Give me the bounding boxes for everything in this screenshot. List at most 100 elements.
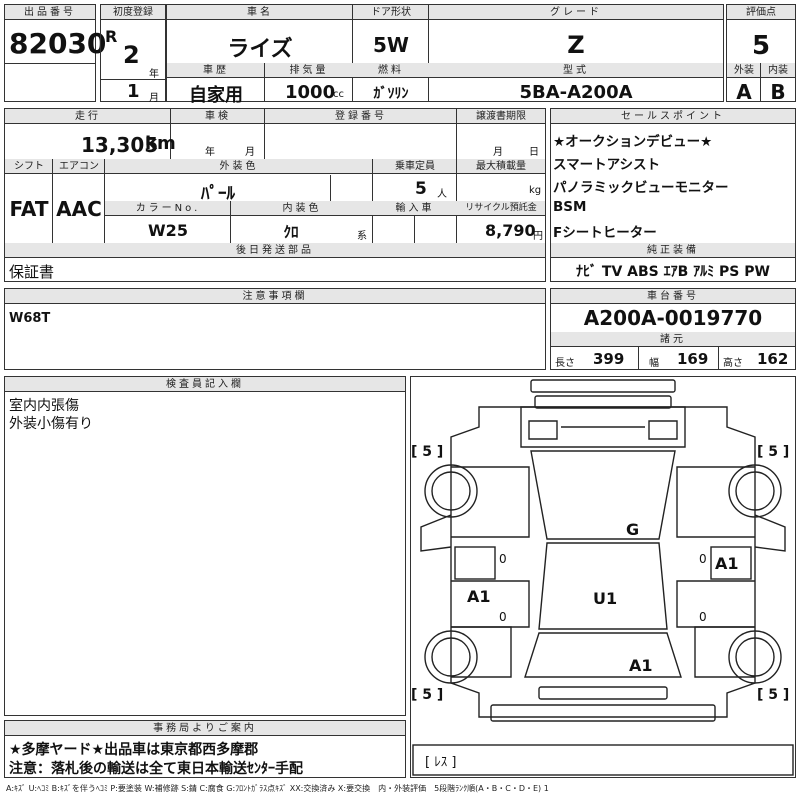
lot-box: 出品番号 82030	[4, 4, 106, 102]
car-name: ライズ	[227, 37, 293, 62]
office-box: 事務局よりご案内 ★多摩ヤード★出品車は東京都西多摩郡 注意：落札後の輸送は全て…	[4, 720, 406, 778]
inspection-label: 車検	[171, 109, 265, 124]
displacement-label: 排気量	[265, 63, 353, 78]
notes-label: 注意事項欄	[5, 289, 545, 304]
car-diagram-svg: [ 5 ] [ 5 ] [ 5 ] [ 5 ] G A1 A1 U1 A1 0 …	[411, 379, 794, 776]
details-box: 走行 車検 登録番号 譲渡書期限 13,305 km 年 月 月 日 シフト エ…	[4, 108, 546, 282]
color-no-label: カラーNo.	[105, 201, 231, 216]
height: 162	[757, 350, 789, 368]
office-line: 注意：落札後の輸送は全て東日本輸送ｾﾝﾀｰ手配	[9, 761, 303, 777]
capacity-unit: 人	[437, 189, 447, 200]
notes-box: 注意事項欄 W68T	[4, 288, 546, 370]
recycle: 8,790	[485, 221, 536, 240]
inspector-line: 外装小傷有り	[9, 416, 93, 432]
front-left-door-mark: A1	[467, 587, 491, 606]
transfer-label: 譲渡書期限	[457, 109, 545, 124]
legend: A:ｷｽﾞ U:ﾍｺﾐ B:ｷｽﾞを伴うﾍｺﾐ P:要塗装 W:補修跡 S:錆 …	[6, 784, 549, 793]
model-label: 型式	[429, 63, 723, 78]
inspector-box: 検査員記入欄 室内内張傷 外装小傷有り	[4, 376, 406, 716]
sales-box: セールスポイント ★オークションデビュー★ スマートアシスト パノラミックビュー…	[550, 108, 796, 282]
tire-fl-score: [ 5 ]	[411, 444, 443, 460]
first-reg-label: 初度登録	[101, 5, 165, 20]
chassis-label: 車台番号	[551, 289, 795, 304]
history-label: 車歴	[167, 63, 265, 78]
capacity: 5	[415, 179, 427, 199]
aircon-label: エアコン	[53, 159, 105, 174]
lot-number: 82030	[9, 27, 107, 60]
later-parts: 保証書	[9, 263, 55, 281]
mileage-label: 走行	[5, 109, 171, 124]
spare-mark: [ ﾚｽ ]	[425, 755, 456, 770]
capacity-label: 乗車定員	[373, 159, 457, 174]
equipment-label: 純正装備	[551, 243, 795, 258]
car-name-label: 車名	[167, 5, 353, 20]
displacement-unit: cc	[333, 89, 344, 100]
sales-item: パノラミックビューモニター	[553, 180, 729, 196]
sales-item: Fシートヒーター	[553, 225, 657, 241]
exterior-score: A	[736, 80, 752, 104]
notes: W68T	[9, 311, 51, 326]
main-top-box: 車名 ドア形状 グレード ライズ 5W Z 車歴 排気量 燃料 型式 自家用 1…	[166, 4, 724, 106]
int-color-unit: 系	[357, 231, 367, 242]
recycle-unit: 円	[533, 231, 543, 242]
door-type: 5W	[373, 33, 409, 57]
ext-color: ﾊﾟｰﾙ	[201, 184, 235, 204]
color-no: W25	[148, 221, 188, 240]
shift-label: シフト	[5, 159, 53, 174]
front-right-fender-mark: A1	[715, 554, 739, 573]
reg-no-label: 登録番号	[265, 109, 457, 124]
mark-zero: 0	[499, 552, 507, 566]
transfer-month-unit: 月	[493, 147, 503, 158]
tire-rl-score: [ 5 ]	[411, 687, 443, 703]
first-reg-box: 初度登録 R 2 年 1 月	[100, 4, 166, 104]
mark-zero: 0	[499, 610, 507, 624]
interior-score: B	[770, 80, 786, 104]
office-label: 事務局よりご案内	[5, 721, 405, 736]
shift: FAT	[9, 197, 49, 221]
grade-label: グレード	[429, 5, 723, 20]
height-label: 高さ	[723, 358, 743, 369]
import-label: 輸入車	[373, 201, 457, 216]
interior-score-label: 内装	[761, 63, 795, 78]
chassis-number: A200A-0019770	[583, 306, 763, 330]
era: R	[105, 27, 118, 46]
reg-month: 1	[127, 81, 140, 102]
equipment: ﾅﾋﾞ TV ABS ｴｱB ｱﾙﾐ PS PW	[576, 264, 770, 280]
history: 自家用	[189, 85, 243, 106]
later-parts-label: 後日発送部品	[5, 243, 545, 258]
length: 399	[593, 350, 625, 368]
sales-item: ★オークションデビュー★	[553, 134, 713, 150]
sales-item: スマートアシスト	[553, 157, 661, 173]
tire-rr-score: [ 5 ]	[757, 687, 789, 703]
inspection-year-unit: 年	[205, 147, 215, 158]
score: 5	[751, 31, 771, 61]
door-label: ドア形状	[353, 5, 429, 20]
displacement: 1000	[285, 82, 336, 103]
width: 169	[677, 350, 709, 368]
grade: Z	[567, 31, 585, 59]
fuel-label: 燃料	[353, 63, 429, 78]
roof-mark: U1	[593, 589, 617, 608]
reg-year: 2	[123, 41, 140, 69]
inspector-label: 検査員記入欄	[5, 377, 405, 392]
recycle-label: リサイクル預託金	[457, 201, 545, 216]
rear-right-mark: A1	[629, 656, 653, 675]
year-unit: 年	[149, 69, 159, 80]
specs-label: 諸元	[551, 332, 795, 347]
int-color-label: 内装色	[231, 201, 373, 216]
tire-fr-score: [ 5 ]	[757, 444, 789, 460]
transfer-day-unit: 日	[529, 147, 539, 158]
mark-zero: 0	[699, 552, 707, 566]
model: 5BA-A200A	[519, 82, 633, 103]
int-color: ｸﾛ	[283, 223, 299, 241]
lot-label: 出品番号	[5, 5, 95, 20]
aircon: AAC	[56, 197, 102, 221]
car-diagram: [ 5 ] [ 5 ] [ 5 ] [ 5 ] G A1 A1 U1 A1 0 …	[410, 376, 796, 778]
chassis-box: 車台番号 A200A-0019770 諸元 長さ 399 幅 169 高さ 16…	[550, 288, 796, 370]
fuel: ｶﾞｿﾘﾝ	[373, 86, 409, 102]
office-line: ★多摩ヤード★出品車は東京都西多摩郡	[9, 742, 259, 758]
sales-item: BSM	[553, 199, 587, 215]
mileage-unit: km	[145, 133, 176, 154]
width-label: 幅	[649, 358, 659, 369]
mileage: 13,305	[81, 133, 159, 157]
